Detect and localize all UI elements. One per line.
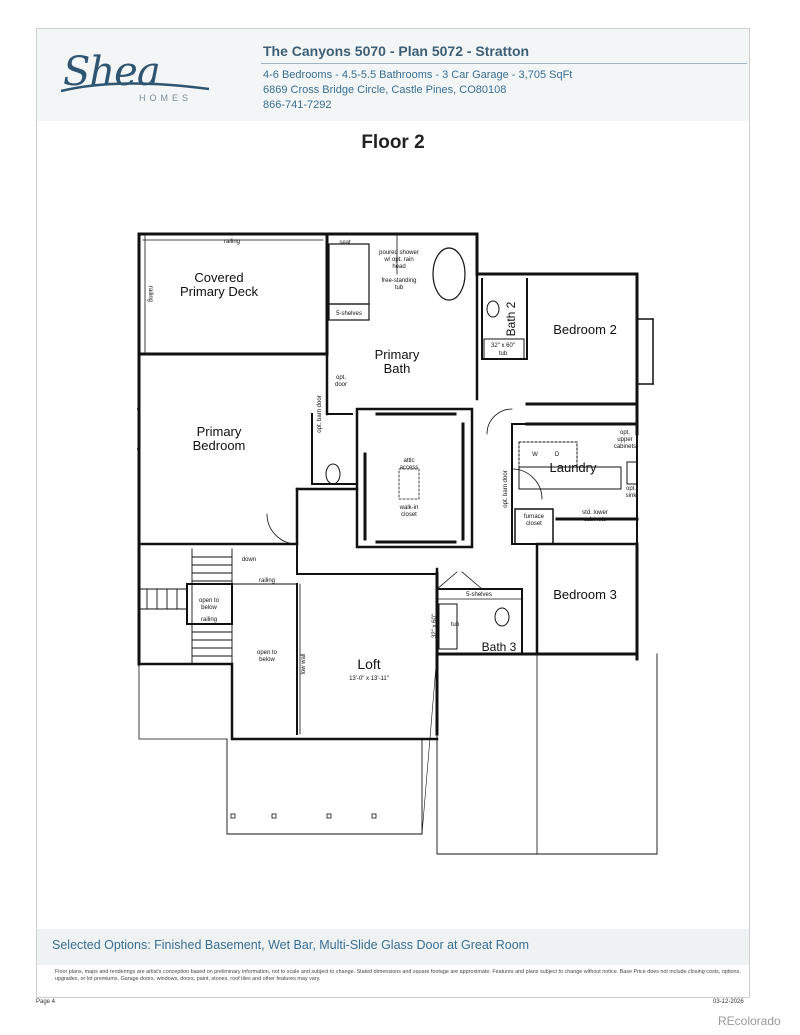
legal-disclaimer: Floor plans, maps and renderings are art…: [55, 969, 741, 982]
floorplan-sheet: Shea HOMES The Canyons 5070 - Plan 5072 …: [36, 28, 750, 998]
barn-door-right-note: opt. barn door: [503, 470, 509, 507]
bath3-shelves-note: 5-shelves: [466, 592, 492, 598]
print-date: 03-12-2026: [713, 999, 744, 1005]
sink-note-1: opt.: [626, 486, 636, 492]
primary-bath-label-2: Bath: [384, 361, 411, 376]
open-below-a-note-2: below: [201, 605, 217, 611]
bath3-tub-note-2: tub: [451, 622, 460, 628]
plan-address: 6869 Cross Bridge Circle, Castle Pines, …: [263, 84, 507, 96]
bath3-tub-note-1: 32" x 60": [432, 614, 438, 638]
railing-small-note: railing: [201, 617, 217, 623]
lower-cabinets-note-1: std. lower: [582, 510, 608, 516]
sink-note-2: sink: [626, 493, 638, 499]
selected-options-band: [37, 929, 749, 965]
attic-note-2: access: [400, 465, 419, 471]
bath2-label: Bath 2: [504, 301, 518, 336]
bedroom3-label: Bedroom 3: [553, 587, 617, 602]
header-divider: [261, 63, 747, 64]
logo-subtitle: HOMES: [139, 93, 193, 103]
railing-top-note: railing: [224, 239, 240, 245]
bath2-tub-note-1: 32" x 60": [491, 343, 515, 349]
opt-door-note-2: door: [335, 382, 347, 388]
lower-cabinets-note-2: cabinets: [584, 517, 606, 523]
opt-door-note-1: opt.: [336, 375, 346, 381]
walk-in-closet-outline: [355, 407, 474, 549]
upper-cabinets-note-1: opt.: [620, 430, 630, 436]
bedroom2-label: Bedroom 2: [553, 322, 617, 337]
header-band: Shea HOMES The Canyons 5070 - Plan 5072 …: [37, 29, 749, 121]
low-wall-note: low wall: [301, 653, 307, 674]
bath-shelves-note: 5-shelves: [336, 311, 362, 317]
tub-note-2: tub: [395, 285, 404, 291]
page-number: Page 4: [36, 999, 56, 1005]
laundry-label: Laundry: [550, 460, 597, 475]
railing-left-note: railing: [147, 286, 153, 302]
floor-plan-drawing: Covered Primary Deck Primary Bedroom Pri…: [137, 232, 658, 855]
stair-down-note: down: [242, 557, 256, 563]
shower-note-1: poured shower: [379, 250, 419, 256]
open-below-b-note-2: below: [259, 657, 275, 663]
walkin-note-2: closet: [401, 512, 417, 518]
floor-title: Floor 2: [361, 132, 425, 153]
attic-note-1: attic: [403, 458, 414, 464]
loft-label: Loft: [357, 656, 380, 672]
washer-note: W: [532, 452, 538, 458]
barn-door-left-note: opt. barn door: [317, 395, 323, 432]
bath3-label: Bath 3: [482, 640, 517, 654]
stair-railing-note: railing: [259, 578, 275, 584]
covered-deck-label-1: Covered: [194, 270, 243, 285]
selected-options: Selected Options: Finished Basement, Wet…: [52, 938, 530, 952]
logo-swoosh: [60, 82, 210, 93]
dryer-note: D: [555, 452, 560, 458]
community-plan-title: The Canyons 5070 - Plan 5072 - Stratton: [263, 43, 530, 59]
primary-bedroom-label-1: Primary: [197, 424, 242, 439]
bath2-tub-note-2: tub: [499, 351, 508, 357]
plan-phone: 866-741-7292: [263, 99, 332, 111]
upper-cabinets-note-3: cabinets: [614, 444, 636, 450]
seat-note: seat: [339, 240, 351, 246]
plan-notes: railing railing seat poured shower w/ op…: [147, 239, 637, 675]
shower-note-2: w/ opt. rain: [383, 257, 413, 263]
open-below-a-note-1: open to: [199, 598, 220, 604]
tub-note-1: free-standing: [381, 278, 416, 284]
shea-homes-logo: Shea HOMES: [59, 47, 219, 107]
recolorado-watermark: REcolorado: [718, 1014, 781, 1028]
primary-bath-label-1: Primary: [375, 347, 420, 362]
shower-note-3: head: [392, 264, 405, 270]
logo-wordmark: Shea: [63, 49, 161, 95]
room-labels: Covered Primary Deck Primary Bedroom Pri…: [180, 270, 617, 682]
open-below-b-note-1: open to: [257, 650, 278, 656]
primary-bedroom-label-2: Bedroom: [193, 438, 246, 453]
walkin-note-1: walk-in: [399, 505, 419, 511]
covered-deck-label-2: Primary Deck: [180, 284, 259, 299]
plan-specs: 4-6 Bedrooms - 4.5-5.5 Bathrooms - 3 Car…: [263, 69, 573, 81]
furnace-note-2: closet: [526, 521, 542, 527]
upper-cabinets-note-2: upper: [617, 437, 632, 443]
loft-dimensions: 13'-0" x 13'-11": [349, 676, 389, 682]
furnace-note-1: furnace: [524, 514, 545, 520]
